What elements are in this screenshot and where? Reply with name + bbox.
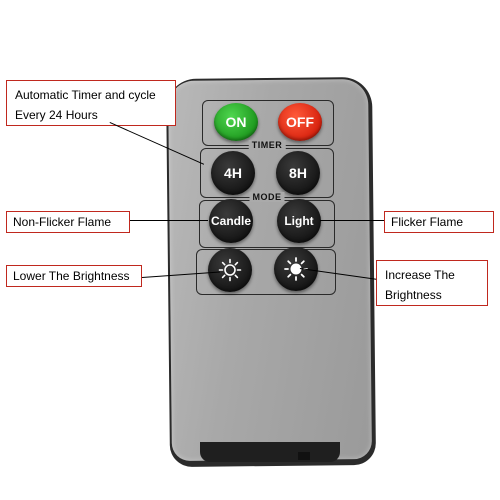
callout-non-flicker-text: Non-Flicker Flame — [13, 215, 112, 229]
mode-panel: MODE — [199, 192, 335, 248]
timer-4h-label: 4H — [224, 165, 242, 181]
callout-non-flicker-pointer — [130, 220, 208, 221]
candle-button-label: Candle — [210, 214, 251, 228]
callout-timer-line1: Automatic Timer and cycle — [15, 88, 156, 102]
callout-flicker: Flicker Flame — [384, 211, 494, 233]
timer-8h-label: 8H — [289, 165, 307, 181]
off-button[interactable]: OFF — [278, 103, 322, 141]
callout-increase-brightness: Increase The Brightness — [376, 260, 488, 306]
light-button-label: Light — [284, 214, 314, 228]
callout-lower-brightness: Lower The Brightness — [6, 265, 142, 287]
remote-battery-end — [200, 442, 340, 462]
brightness-down-button[interactable] — [208, 248, 252, 292]
mode-panel-label: MODE — [249, 192, 285, 202]
callout-flicker-pointer — [320, 220, 384, 221]
callout-timer: Automatic Timer and cycle Every 24 Hours — [6, 80, 176, 126]
timer-4h-button[interactable]: 4H — [211, 151, 255, 195]
candle-button[interactable]: Candle — [209, 199, 253, 243]
on-button-label: ON — [225, 114, 247, 130]
callout-increase-line2: Brightness — [385, 288, 442, 302]
remote-notch — [298, 452, 310, 460]
light-button[interactable]: Light — [277, 199, 321, 243]
sun-filled-icon — [284, 257, 308, 281]
timer-panel-label: TIMER — [248, 140, 286, 150]
callout-non-flicker: Non-Flicker Flame — [6, 211, 130, 233]
callout-flicker-text: Flicker Flame — [391, 215, 464, 229]
off-button-label: OFF — [286, 114, 314, 130]
timer-8h-button[interactable]: 8H — [276, 151, 320, 195]
on-button[interactable]: ON — [214, 103, 258, 141]
sun-outline-icon — [218, 258, 242, 282]
callout-increase-line1: Increase The — [385, 268, 455, 282]
callout-lower-brightness-text: Lower The Brightness — [13, 269, 130, 283]
callout-timer-line2: Every 24 Hours — [15, 108, 98, 122]
